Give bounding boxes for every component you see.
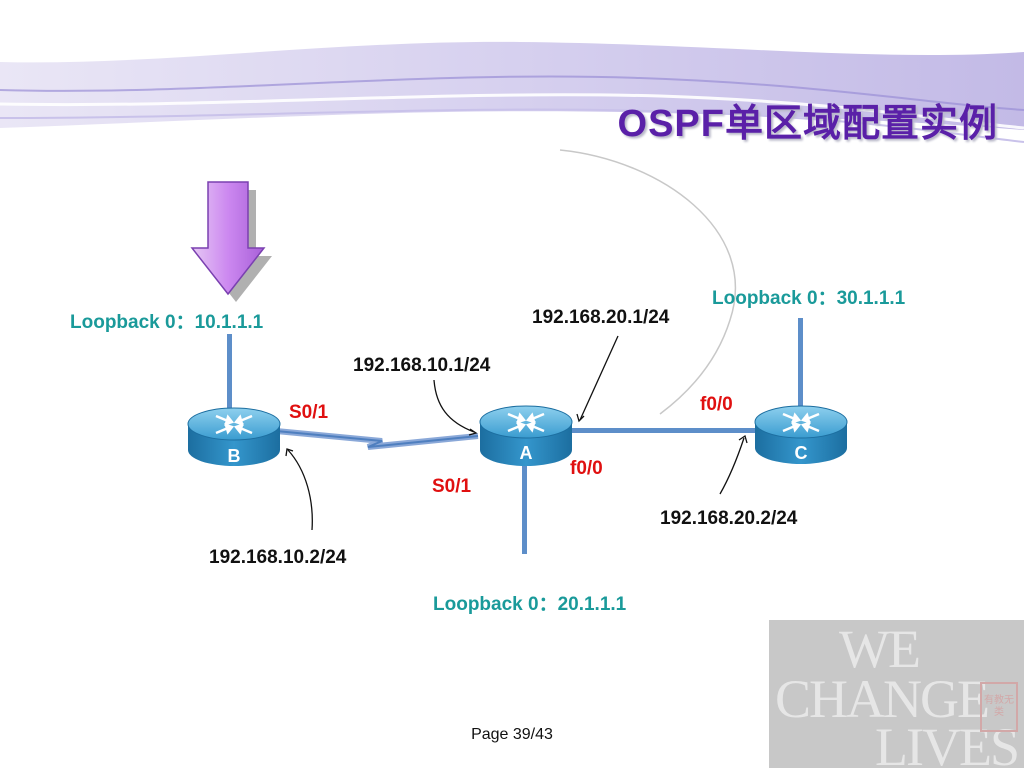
loopback-label-a: Loopback 0：20.1.1.1 (433, 594, 627, 615)
loopback-label-b: Loopback 0：10.1.1.1 (70, 312, 264, 333)
interface-label-a-fast: f0/0 (570, 458, 603, 479)
router-a-label: A (519, 443, 533, 463)
annotation-pointers (285, 335, 748, 531)
router-a-icon[interactable] (479, 405, 573, 466)
loopback-line-c (798, 318, 803, 410)
router-b-label: B (227, 446, 241, 466)
logo-line-1: WE (839, 620, 921, 679)
router-c-icon[interactable] (754, 405, 848, 464)
logo-seal: 有教无类 (980, 682, 1018, 732)
header-decoration (0, 41, 1024, 415)
ip-label-c-fast: 192.168.20.2/24 (660, 508, 798, 529)
router-b-icon[interactable] (187, 407, 281, 466)
ip-label-a-serial: 192.168.10.1/24 (353, 355, 491, 376)
ip-label-a-fast: 192.168.20.1/24 (532, 307, 670, 328)
ip-label-b-serial: 192.168.10.2/24 (209, 547, 347, 568)
ethernet-link (572, 428, 756, 433)
loopback-line-b (227, 334, 232, 414)
we-change-lives-logo: WE CHANGE LIVES 有教无类 (769, 620, 1024, 768)
interface-label-c-fast: f0/0 (700, 394, 733, 415)
loopback-line-a (522, 458, 527, 554)
loopback-label-c: Loopback 0：30.1.1.1 (712, 288, 906, 309)
network-links (227, 318, 803, 554)
logo-line-3: LIVES (875, 717, 1020, 768)
down-arrow-icon (190, 181, 272, 302)
slide-title: OSPF单区域配置实例 (617, 103, 998, 145)
logo-line-2: CHANGE (775, 669, 990, 729)
page-number: Page 39/43 (471, 726, 553, 743)
router-c-label: C (794, 443, 808, 463)
interface-label-b-serial: S0/1 (289, 402, 329, 423)
interface-label-a-serial: S0/1 (432, 476, 472, 497)
